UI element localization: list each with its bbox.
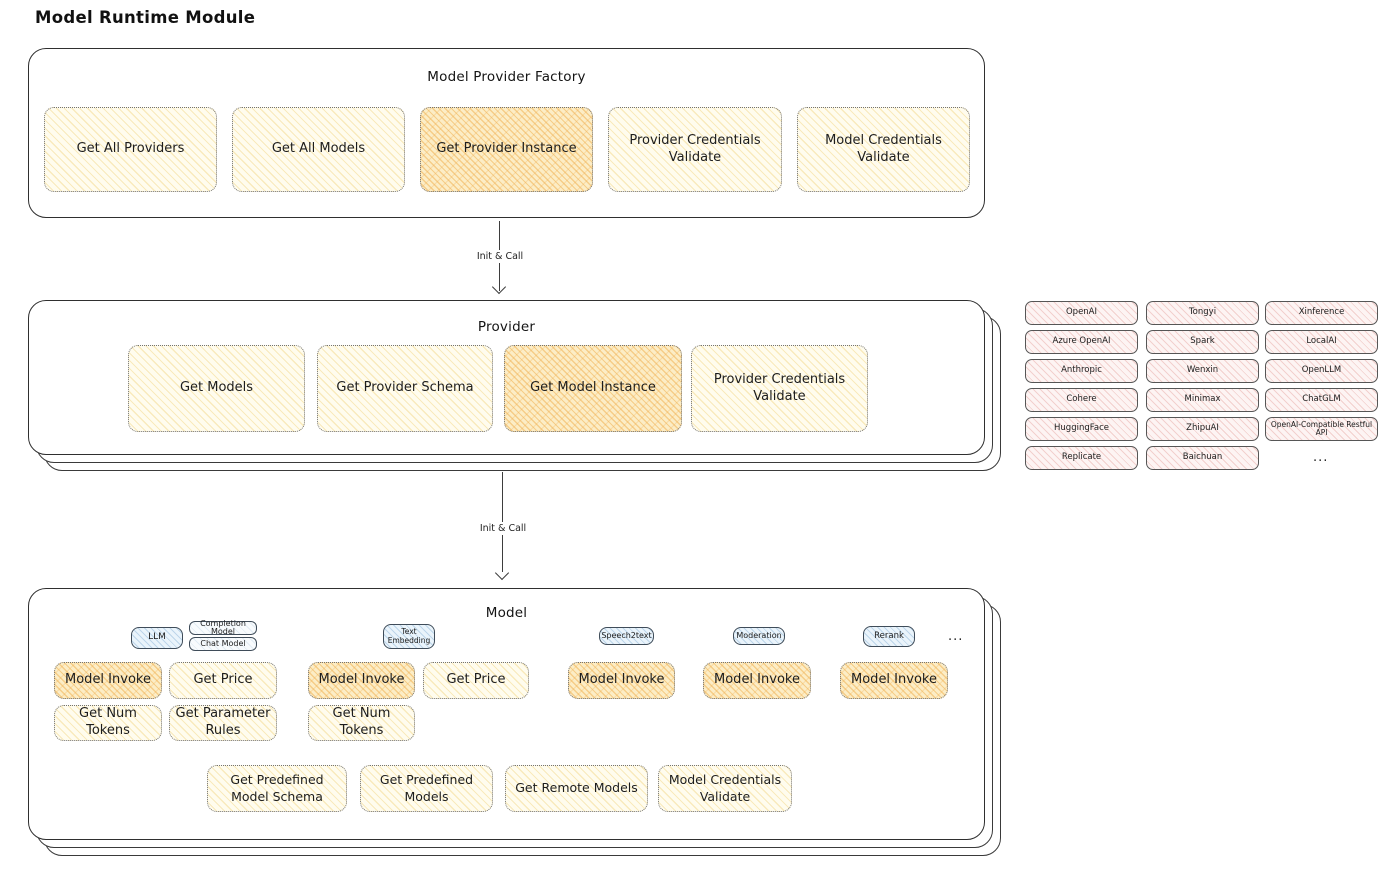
model-node-model-credentials-validate: Model Credentials Validate [658, 765, 792, 812]
model-type-pill-completion-model: Completion Model [189, 620, 257, 636]
factory-node-provider-credentials-validate: Provider Credentials Validate [608, 107, 782, 192]
model-node-llm-get-price: Get Price [169, 662, 277, 699]
factory-node-get-all-providers: Get All Providers [44, 107, 217, 192]
model-node-llm-model-invoke: Model Invoke [54, 662, 162, 699]
model-node-get-remote-models: Get Remote Models [505, 765, 648, 812]
provider-node-get-model-instance: Get Model Instance [504, 345, 682, 432]
model-type-pill-text-embedding: Text Embedding [383, 624, 435, 649]
model-node-embedding-get-price: Get Price [423, 662, 529, 699]
model-node-moderation-model-invoke: Model Invoke [703, 662, 811, 699]
provider-node-get-models: Get Models [128, 345, 305, 432]
arrow-down-icon [494, 565, 510, 581]
model-node-embedding-model-invoke: Model Invoke [308, 662, 415, 699]
provider-chip-tongyi: Tongyi [1146, 301, 1259, 325]
provider-chip-baichuan: Baichuan [1146, 446, 1259, 470]
model-node-speech2text-model-invoke: Model Invoke [568, 662, 675, 699]
model-node-llm-get-num-tokens: Get Num Tokens [54, 705, 162, 741]
page-title: Model Runtime Module [35, 8, 256, 27]
arrow2-label: Init & Call [474, 522, 532, 535]
arrow-down-icon [491, 279, 507, 295]
provider-chip-replicate: Replicate [1025, 446, 1138, 470]
provider-chip-openllm: OpenLLM [1265, 359, 1378, 383]
factory-node-model-credentials-validate: Model Credentials Validate [797, 107, 970, 192]
provider-chip-localai: LocalAI [1265, 330, 1378, 354]
model-node-llm-get-parameter-rules: Get Parameter Rules [169, 705, 277, 741]
provider-chip-openai: OpenAI [1025, 301, 1138, 325]
provider-chip-openai-compatible: OpenAI-Compatible Restful API [1265, 417, 1378, 441]
model-node-embedding-get-num-tokens: Get Num Tokens [308, 705, 415, 741]
provider-chip-chatglm: ChatGLM [1265, 388, 1378, 412]
model-type-pill-speech2text: Speech2text [599, 627, 654, 645]
factory-node-get-all-models: Get All Models [232, 107, 405, 192]
model-node-get-predefined-model-schema: Get Predefined Model Schema [207, 765, 347, 812]
model-node-rerank-model-invoke: Model Invoke [840, 662, 948, 699]
arrow1-label: Init & Call [471, 250, 529, 263]
factory-title: Model Provider Factory [427, 69, 586, 85]
provider-chip-cohere: Cohere [1025, 388, 1138, 412]
provider-chip-huggingface: HuggingFace [1025, 417, 1138, 441]
provider-chip-azure-openai: Azure OpenAI [1025, 330, 1138, 354]
model-type-pill-llm: LLM [131, 627, 183, 649]
provider-chip-zhipuai: ZhipuAI [1146, 417, 1259, 441]
model-title: Model [485, 605, 528, 621]
provider-chip-anthropic: Anthropic [1025, 359, 1138, 383]
provider-chip-xinference: Xinference [1265, 301, 1378, 325]
model-type-pill-rerank: Rerank [863, 626, 915, 647]
model-type-pill-moderation: Moderation [733, 627, 785, 645]
provider-list-ellipsis: ... [1313, 450, 1329, 465]
provider-node-get-provider-schema: Get Provider Schema [317, 345, 493, 432]
provider-chip-wenxin: Wenxin [1146, 359, 1259, 383]
provider-chip-spark: Spark [1146, 330, 1259, 354]
model-node-get-predefined-models: Get Predefined Models [360, 765, 493, 812]
model-type-pill-chat-model: Chat Model [189, 637, 257, 651]
factory-node-get-provider-instance: Get Provider Instance [420, 107, 593, 192]
provider-node-provider-credentials-validate: Provider Credentials Validate [691, 345, 868, 432]
provider-chip-minimax: Minimax [1146, 388, 1259, 412]
model-types-ellipsis: ... [948, 629, 964, 644]
provider-title: Provider [477, 319, 536, 335]
